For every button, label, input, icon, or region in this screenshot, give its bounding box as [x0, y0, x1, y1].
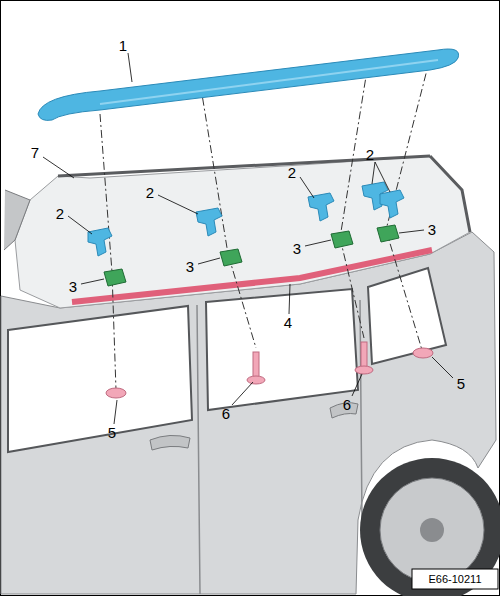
callout-number: 3	[292, 241, 302, 256]
callout-number: 5	[456, 376, 466, 391]
figure-code: E66-10211	[427, 574, 482, 585]
front-door-window	[8, 306, 192, 452]
callout-number: 1	[118, 38, 128, 53]
callout-number: 3	[427, 222, 437, 237]
pads	[104, 225, 399, 286]
callout-number: 3	[68, 279, 78, 294]
callout-number: 5	[107, 425, 117, 440]
assembly-lines	[100, 58, 430, 390]
callout-number: 2	[55, 206, 65, 221]
leader-lines	[43, 53, 453, 424]
callout-number: 7	[30, 145, 40, 160]
spoiler-highlight	[100, 60, 438, 104]
windscreen	[4, 190, 30, 250]
code-box	[412, 569, 498, 589]
callout-number: 2	[287, 165, 297, 180]
tyre	[360, 458, 500, 596]
callout-number: 6	[342, 397, 352, 412]
car-body	[1, 232, 496, 594]
clips	[88, 182, 404, 256]
rim	[380, 478, 484, 582]
callout-number: 4	[283, 315, 293, 330]
callout-number: 3	[185, 259, 195, 274]
hub	[420, 518, 444, 542]
callout-number: 6	[221, 406, 231, 421]
roof-spoiler	[38, 49, 459, 120]
roof-strip	[72, 250, 432, 302]
fasteners	[106, 342, 433, 398]
door-handle	[150, 435, 190, 450]
quarter-window	[368, 268, 446, 364]
rear-door-window	[206, 289, 358, 410]
callout-number: 2	[145, 185, 155, 200]
door-seams	[197, 300, 362, 594]
callout-number: 2	[365, 147, 375, 162]
